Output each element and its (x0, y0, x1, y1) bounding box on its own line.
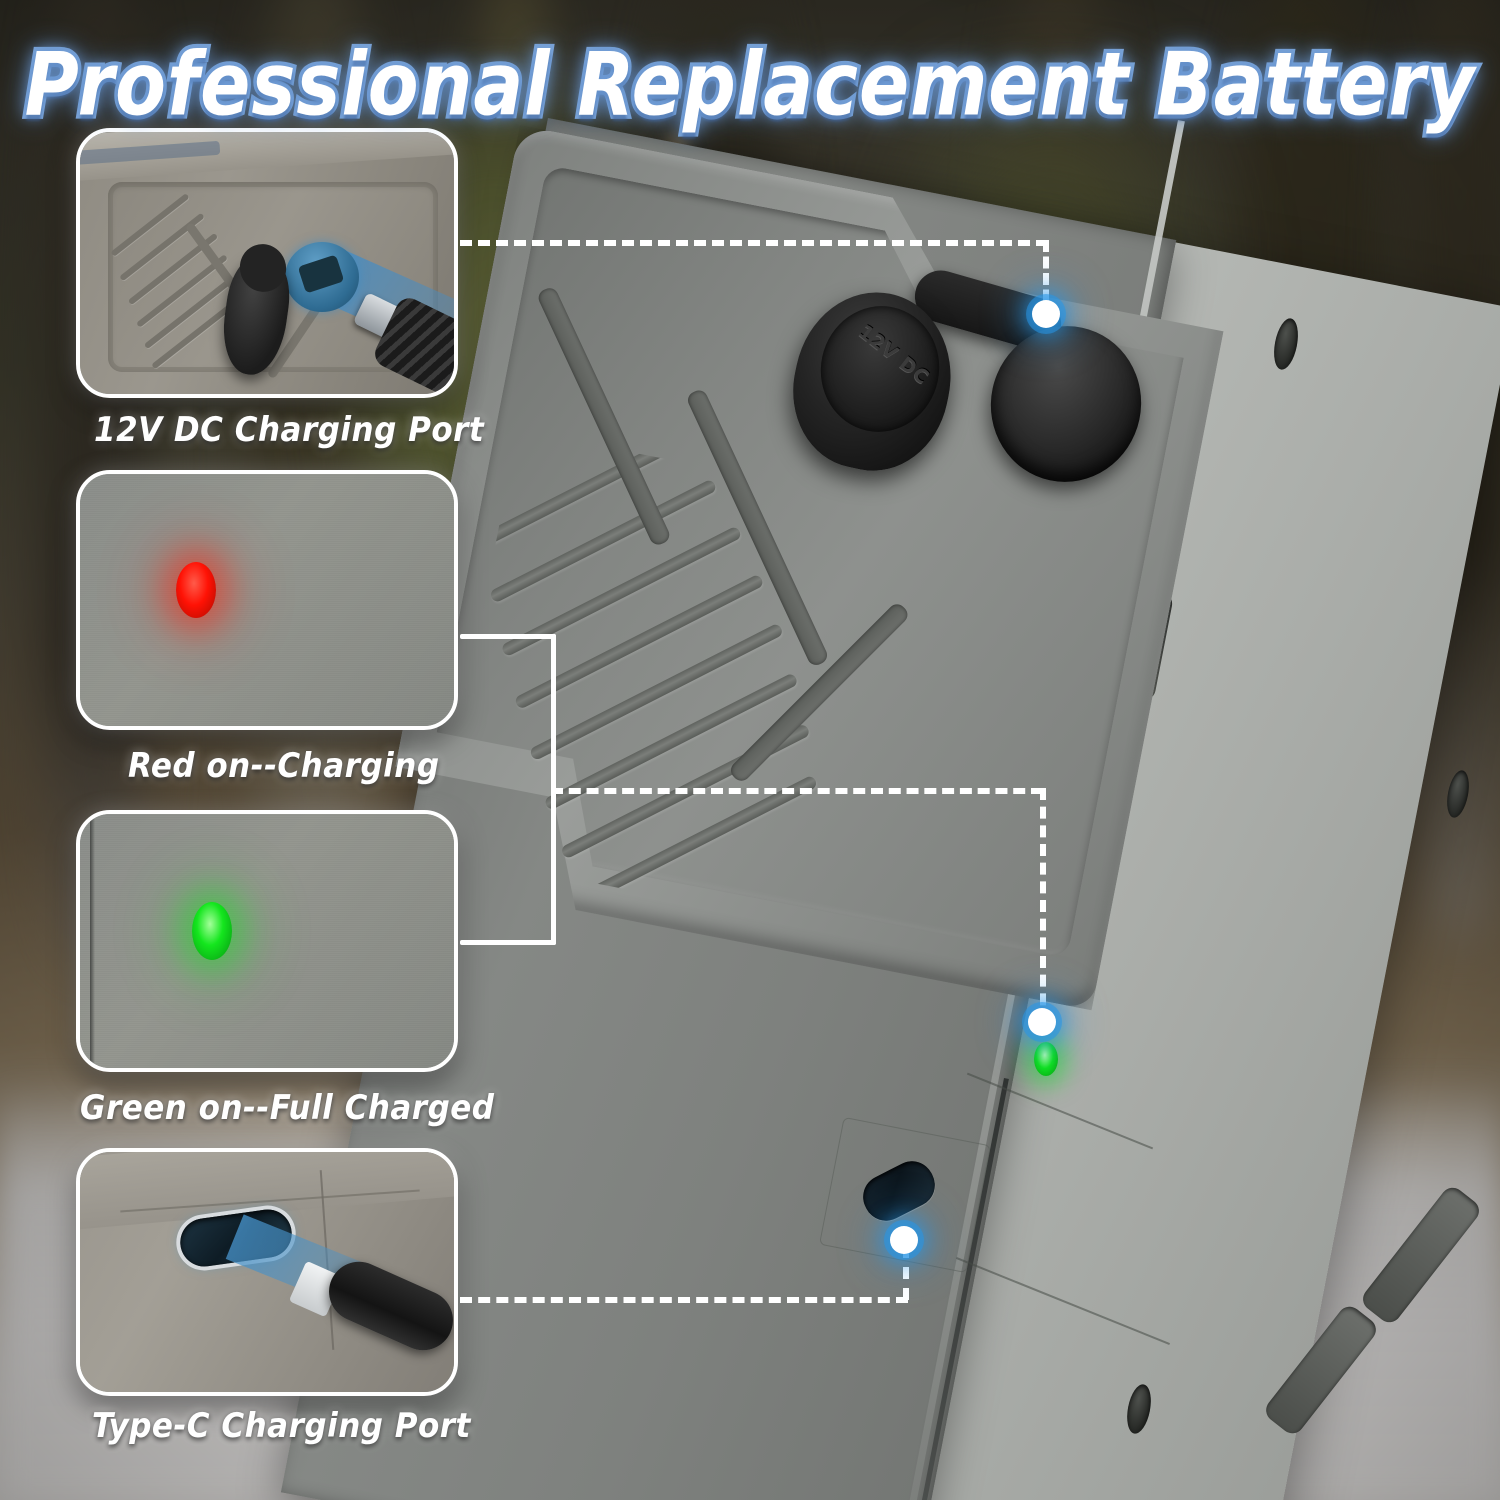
thumb-housing-edge (90, 814, 95, 1068)
thumb-surface (80, 474, 454, 726)
thumb-surface (80, 814, 454, 1068)
callout-thumbnail-green-led[interactable] (76, 810, 458, 1072)
callout-label-green-led: Green on--Full Charged (80, 1088, 495, 1128)
battery-recess (1358, 1182, 1484, 1328)
dc-port-rubber-cap: 12V DC (778, 264, 1156, 496)
green-led-indicator (192, 902, 232, 960)
red-led-indicator (176, 562, 216, 618)
callout-thumbnail-dc-port[interactable] (76, 128, 458, 398)
callout-label-dc-port: 12V DC Charging Port (94, 410, 485, 450)
cap-rib-texture (436, 430, 979, 942)
thumb-surface-texture (80, 814, 454, 1068)
thumb-dc-socket (285, 242, 359, 312)
callout-label-red-led: Red on--Charging (128, 746, 440, 786)
thumb-surface-texture (80, 474, 454, 726)
battery-status-led-green (1034, 1042, 1058, 1076)
callout-thumbnail-red-led[interactable] (76, 470, 458, 730)
callout-label-usb-c-port: Type-C Charging Port (92, 1406, 471, 1446)
battery-top-cap-plate (375, 125, 1237, 1010)
callout-thumbnail-usb-c-port[interactable] (76, 1148, 458, 1396)
battery-hole (1443, 768, 1473, 820)
